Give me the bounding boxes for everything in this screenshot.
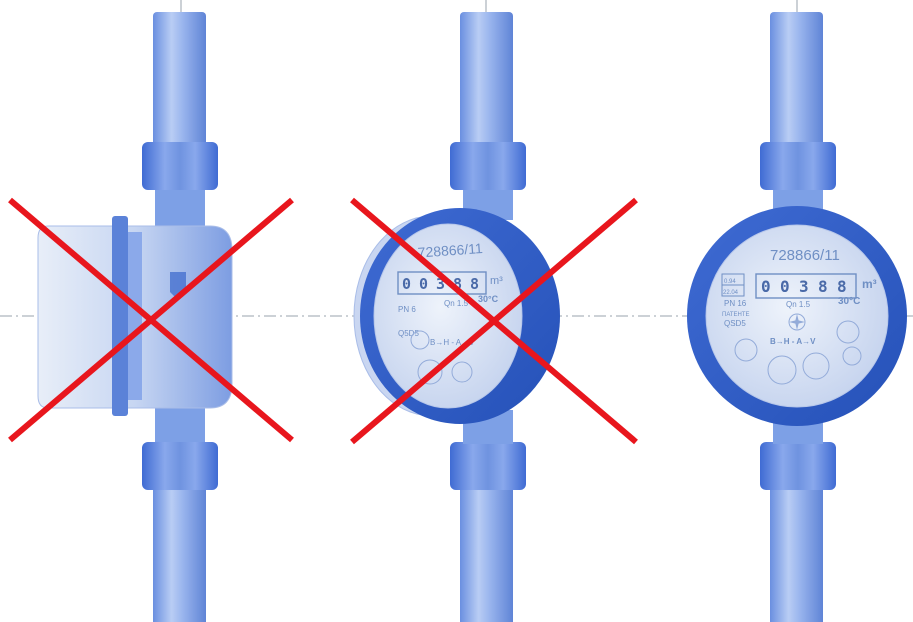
counter-display: 0 0 3 8 8 (755, 273, 857, 299)
qn-label: Qn 1.5 (444, 299, 469, 308)
ratio-top: 0.94 (724, 279, 736, 285)
counter-digit: 0 (780, 277, 790, 296)
meter-face (373, 223, 523, 409)
serial-label: 728866/11 (417, 240, 483, 261)
cross-line (8, 197, 294, 443)
model-label: Q5D5 (398, 329, 419, 338)
dial (410, 330, 430, 350)
approval-label: ПАТЕНТЕ (722, 312, 750, 318)
counter-digit: 0 (761, 277, 771, 296)
bottom-nut (142, 442, 218, 490)
serial-label: 728866/11 (770, 247, 840, 264)
top-pipe (153, 12, 206, 152)
pn-label: PN 16 (724, 299, 747, 308)
bottom-nut (760, 442, 836, 490)
meter-tilted-view: 728866/11 0 0 3 8 8 m³ PN 6 Qn 1.5 30°C … (350, 0, 638, 622)
meter-side-view (8, 0, 294, 622)
bottom-pipe (460, 478, 513, 622)
bottom-nut (450, 442, 526, 490)
dial (734, 338, 758, 362)
top-nut (450, 142, 526, 190)
counter-digit: 8 (453, 275, 462, 293)
dial (802, 352, 830, 380)
flow-marking: B→H - A→V (770, 337, 816, 346)
ratio-bottom: 22.04 (723, 290, 739, 296)
bottom-pipe (770, 478, 823, 622)
cross-line (350, 197, 638, 445)
counter-digit: 3 (436, 275, 445, 293)
counter-digit: 8 (837, 277, 847, 296)
pn-label: PN 6 (398, 305, 416, 314)
qn-label: Qn 1.5 (786, 300, 811, 309)
counter-display: 0 0 3 8 8 (397, 271, 487, 295)
dial (836, 320, 860, 344)
counter-digit: 0 (402, 275, 411, 293)
meter-flange (112, 216, 128, 416)
impeller-icon (788, 313, 806, 331)
dial (842, 346, 862, 366)
flow-marking: B→H - A→V (430, 338, 475, 347)
counter-digit: 8 (818, 277, 828, 296)
bottom-pipe (153, 478, 206, 622)
temp-label: 30°C (838, 296, 860, 307)
meter-front-view: 728866/11 0.94 22.04 0 0 3 8 8 m³ PN 16 … (687, 0, 907, 622)
unit-label: m³ (490, 275, 503, 287)
model-label: QSD5 (724, 319, 746, 328)
dial (417, 359, 443, 385)
ratio-box: 0.94 22.04 (721, 273, 745, 297)
counter-digit: 0 (419, 275, 428, 293)
unit-label: m³ (862, 277, 877, 291)
temp-label: 30°C (478, 294, 499, 304)
counter-digit: 3 (799, 277, 809, 296)
dial (451, 361, 473, 383)
counter-digit: 8 (470, 275, 479, 293)
top-pipe (460, 12, 513, 152)
top-nut (760, 142, 836, 190)
dial (767, 355, 797, 385)
top-pipe (770, 12, 823, 152)
top-nut (142, 142, 218, 190)
